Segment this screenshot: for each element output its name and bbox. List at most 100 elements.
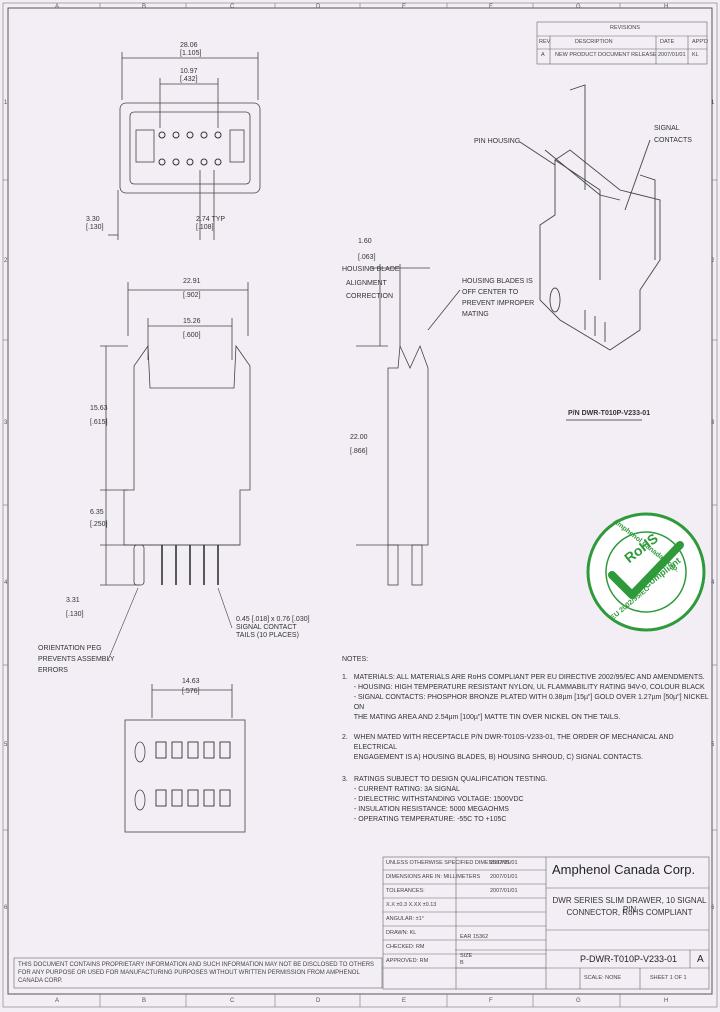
side-dim-offset: 1.60	[358, 238, 372, 245]
front-dim-width-in: [.902]	[183, 292, 201, 299]
zone-label-right-4: 4	[711, 580, 715, 586]
zone-label-bottom-d: D	[316, 998, 321, 1004]
dim-pitch-in: [.432]	[180, 76, 198, 83]
tail-label-2: SIGNAL CONTACT	[236, 624, 297, 631]
dim-left: 3.30	[86, 216, 100, 223]
side-dim-height-in: [.866]	[350, 448, 368, 455]
rev-row-description: NEW PRODUCT DOCUMENT RELEASE	[555, 52, 657, 58]
note-2: 2. WHEN MATED WITH RECEPTACLE P/N DWR-T0…	[342, 733, 712, 763]
note-3-line-4: - INSULATION RESISTANCE: 5000 MEGAOHMS	[354, 806, 509, 813]
zone-label-top-b: B	[142, 4, 147, 10]
iso-part-caption: P/N DWR-T010P-V233-01	[568, 410, 651, 417]
offset-label-2: ALIGNMENT	[346, 280, 387, 287]
note-3-line-5: - OPERATING TEMPERATURE: -55C TO +105C	[354, 816, 507, 823]
note-2-line-1: WHEN MATED WITH RECEPTACLE P/N DWR-T010S…	[353, 734, 674, 751]
dim-typ-in: [.108]	[196, 224, 214, 231]
zone-label-right-5: 5	[711, 742, 715, 748]
tail-label-3: TAILS (10 PLACES)	[236, 632, 299, 639]
note-1-line-4: THE MATING AREA AND 2.54µm [100µ"] MATTE…	[353, 714, 621, 721]
zone-label-bottom-g: G	[576, 998, 581, 1004]
front-dim-peg: 3.31	[66, 597, 80, 604]
zone-label-left-4: 4	[4, 580, 8, 586]
note-1-line-3: - SIGNAL CONTACTS: PHOSPHOR BRONZE PLATE…	[353, 694, 709, 711]
rev-header-rev: REV	[539, 39, 551, 45]
note-3-line-3: - DIELECTRIC WITHSTANDING VOLTAGE: 1500V…	[354, 796, 524, 803]
zone-label-top-d: D	[316, 4, 321, 10]
bottom-dim-width: 14.63	[182, 678, 200, 685]
zone-label-left-5: 5	[4, 742, 8, 748]
zone-label-top-c: C	[230, 4, 235, 10]
tb-size: B	[460, 960, 464, 966]
tb-row-6: DRAWN: KL	[386, 930, 417, 936]
note-3-line-2: - CURRENT RATING: 3A SIGNAL	[354, 786, 460, 793]
rev-row-date: 2007/01/01	[658, 52, 686, 58]
tb-row-1: UNLESS OTHERWISE SPECIFIED DIMENSIONS	[386, 860, 510, 866]
rev-row-appd: KL	[692, 52, 699, 58]
blades-label-4: MATING	[462, 311, 489, 318]
note-1-number: 1.	[342, 674, 348, 681]
dim-left-in: [.130]	[86, 224, 104, 231]
zone-label-top-e: E	[402, 4, 407, 10]
front-dim-peg-in: [.130]	[66, 611, 84, 618]
dim-typ: 2.74 TYP	[196, 216, 226, 223]
front-dim-height: 15.63	[90, 405, 108, 412]
rev-header-appd: APP'D	[692, 39, 709, 45]
iso-pin-housing-label: PIN HOUSING	[474, 138, 521, 145]
side-dim-height: 22.00	[350, 434, 368, 441]
note-2-line-2: ENGAGEMENT IS A) HOUSING BLADES, B) HOUS…	[353, 754, 644, 761]
zone-label-left-3: 3	[4, 420, 8, 426]
tb-row-2: DIMENSIONS ARE IN: MILLIMETERS	[386, 874, 481, 880]
bottom-dim-width-in: [.576]	[182, 688, 200, 695]
tb-row-3: TOLERANCES:	[386, 888, 425, 894]
tb-row-8: APPROVED: RM	[386, 958, 429, 964]
zone-label-bottom-f: F	[489, 998, 493, 1004]
tb-date-1: 2007/01/01	[490, 860, 518, 866]
disclaimer: THIS DOCUMENT CONTAINS PROPRIETARY INFOR…	[18, 962, 375, 984]
rohs-seal-graphic	[586, 512, 706, 632]
dim-overall-in: [1.105]	[180, 50, 202, 57]
tb-sheet: SHEET 1 OF 1	[650, 975, 687, 981]
tb-title-2: CONNECTOR, RoHS COMPLIANT	[566, 908, 693, 917]
zone-label-right-3: 3	[711, 420, 715, 426]
tb-date-2: 2007/01/01	[490, 874, 518, 880]
tb-size-label: SIZE	[460, 953, 473, 959]
offset-label: HOUSING BLADE	[342, 266, 400, 273]
front-dim-height-in: [.615]	[90, 419, 108, 426]
tail-label: 0.45 [.018] x 0.76 [.030]	[236, 616, 310, 623]
zone-label-bottom-b: B	[142, 998, 147, 1004]
note-1: 1. MATERIALS: ALL MATERIALS ARE RoHS COM…	[342, 673, 712, 723]
iso-signal-label: SIGNAL	[654, 125, 680, 132]
tb-row-5: ANGULAR: ±1°	[386, 916, 424, 922]
rev-header-description: DESCRIPTION	[575, 39, 613, 45]
peg-label-3: ERRORS	[38, 667, 68, 674]
tb-scale: SCALE: NONE	[584, 975, 621, 981]
tb-company: Amphenol Canada Corp.	[552, 862, 696, 877]
dim-overall: 28.06	[180, 42, 198, 49]
zone-label-right-2: 2	[711, 258, 715, 264]
zone-label-bottom-c: C	[230, 998, 235, 1004]
front-dim-lower-in: [.250]	[90, 521, 108, 528]
rev-header-date: DATE	[660, 39, 675, 45]
zone-label-bottom-a: A	[55, 998, 60, 1004]
zone-label-top-g: G	[576, 4, 581, 10]
notes-block: NOTES: 1. MATERIALS: ALL MATERIALS ARE R…	[342, 655, 712, 825]
tb-row-4: X.X ±0.3 X.XX ±0.13	[386, 902, 437, 908]
zone-label-right-6: 6	[711, 905, 715, 911]
revisions-title: REVISIONS	[610, 25, 640, 31]
front-dim-width: 22.91	[183, 278, 201, 285]
zone-label-top-f: F	[489, 4, 493, 10]
zone-label-top-h: H	[664, 4, 669, 10]
zone-label-left-2: 2	[4, 258, 8, 264]
zone-label-bottom-e: E	[402, 998, 407, 1004]
iso-contacts-label: CONTACTS	[654, 137, 692, 144]
blades-label: HOUSING BLADES IS	[462, 278, 533, 285]
offset-label-3: CORRECTION	[346, 293, 394, 300]
front-dim-inner-in: [.600]	[183, 332, 201, 339]
dim-pitch: 10.97	[180, 68, 198, 75]
tb-part-number: P-DWR-T010P-V233-01	[580, 954, 678, 964]
tb-title-1: DWR SERIES SLIM DRAWER, 10 SIGNAL PIN	[552, 896, 707, 914]
rev-row-rev: A	[541, 52, 545, 58]
note-1-line-1: MATERIALS: ALL MATERIALS ARE RoHS COMPLI…	[353, 674, 705, 681]
note-2-number: 2.	[342, 734, 348, 741]
